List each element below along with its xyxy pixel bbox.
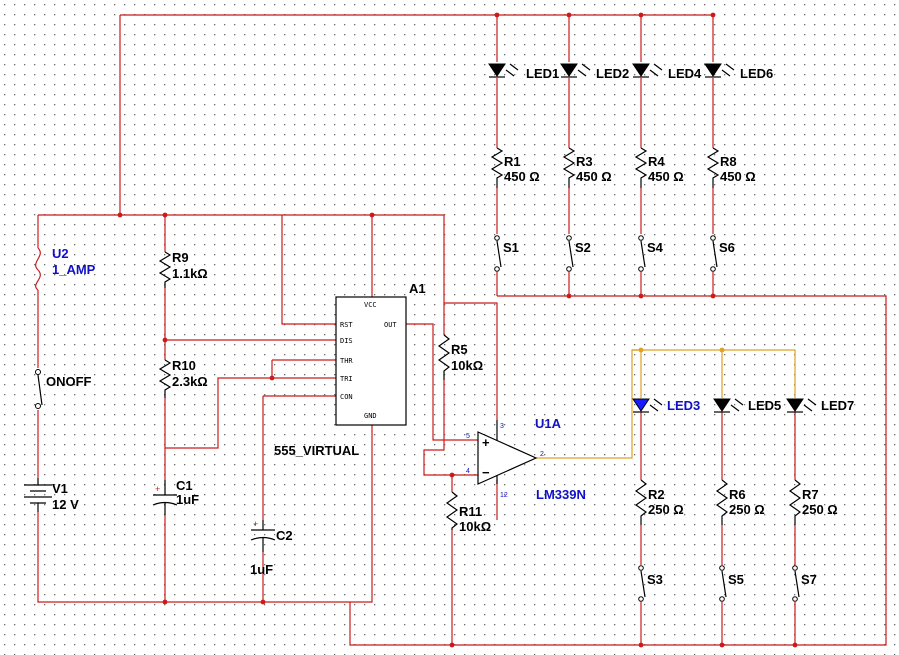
s6-label: S6 <box>719 240 735 255</box>
pin-gnd: GND <box>364 412 377 420</box>
r2-value: 250 Ω <box>648 502 684 517</box>
branch-led6[interactable]: LED6 R8 450 Ω S6 <box>704 63 773 272</box>
r10-ref: R10 <box>172 358 196 373</box>
timer-555[interactable]: VCC RST OUT DIS THR TRI CON GND A1 555_V… <box>274 281 426 458</box>
plus-sign: + <box>482 435 490 450</box>
resistor-r9[interactable]: R9 1.1kΩ <box>158 250 208 288</box>
svg-text:+: + <box>155 484 160 494</box>
pin-2: 2 <box>540 451 544 458</box>
wires <box>37 14 887 646</box>
resistor-r10[interactable]: R10 2.3kΩ <box>158 358 208 398</box>
battery-ref: V1 <box>52 481 68 496</box>
r7-value: 250 Ω <box>802 502 838 517</box>
r7-ref: R7 <box>802 487 819 502</box>
r10-value: 2.3kΩ <box>172 374 208 389</box>
led4-icon <box>632 63 650 77</box>
led3-label: LED3 <box>667 398 700 413</box>
led7-icon <box>786 398 804 412</box>
r2-ref: R2 <box>648 487 665 502</box>
svg-text:+: + <box>253 519 258 529</box>
c1-ref: C1 <box>176 478 193 493</box>
fuse-ref: U2 <box>52 246 69 261</box>
pin-vcc: VCC <box>364 301 377 309</box>
c1-value: 1uF <box>176 492 199 507</box>
minus-sign: − <box>482 465 490 480</box>
led2-label: LED2 <box>596 66 629 81</box>
pin-rst: RST <box>340 321 353 329</box>
led5-icon <box>713 398 731 412</box>
r6-ref: R6 <box>729 487 746 502</box>
pin-5: 5 <box>466 433 470 440</box>
timer-ref: A1 <box>409 281 426 296</box>
pin-4: 4 <box>466 468 470 475</box>
led6-icon <box>704 63 722 77</box>
r11-value: 10kΩ <box>459 519 491 534</box>
resistor-r5[interactable]: R5 10kΩ <box>437 334 483 380</box>
branch-led2[interactable]: LED2 R3 450 Ω S2 <box>560 63 629 272</box>
pin-thr: THR <box>340 357 353 365</box>
s4-label: S4 <box>647 240 664 255</box>
switch-label: ONOFF <box>46 374 92 389</box>
branch-led4[interactable]: LED4 R4 450 Ω S4 <box>632 63 702 272</box>
s1-label: S1 <box>503 240 519 255</box>
r1-ref: R1 <box>504 154 521 169</box>
c2-ref: C2 <box>276 528 293 543</box>
r4-value: 450 Ω <box>648 169 684 184</box>
r9-ref: R9 <box>172 250 189 265</box>
pin-out: OUT <box>384 321 397 329</box>
led3-icon <box>632 398 650 412</box>
r4-ref: R4 <box>648 154 665 169</box>
led2-icon <box>560 63 578 77</box>
timer-value: 555_VIRTUAL <box>274 443 359 458</box>
led7-label: LED7 <box>821 398 854 413</box>
s2-label: S2 <box>575 240 591 255</box>
pin-tri: TRI <box>340 375 353 383</box>
capacitor-c2[interactable]: + C2 1uF <box>250 519 293 577</box>
pin-dis: DIS <box>340 337 353 345</box>
led1-label: LED1 <box>526 66 559 81</box>
capacitor-c1[interactable]: + C1 1uF <box>152 478 199 515</box>
led6-label: LED6 <box>740 66 773 81</box>
fuse-u2[interactable]: U2 1_AMP <box>35 246 96 291</box>
comparator-value: LM339N <box>536 487 586 502</box>
fuse-value: 1_AMP <box>52 262 96 277</box>
comparator-ref: U1A <box>535 416 562 431</box>
led4-label: LED4 <box>668 66 702 81</box>
r5-value: 10kΩ <box>451 358 483 373</box>
r8-value: 450 Ω <box>720 169 756 184</box>
branch-led1[interactable]: LED1 R1 450 Ω S1 <box>488 63 559 272</box>
r3-value: 450 Ω <box>576 169 612 184</box>
resistor-r11[interactable]: R11 10kΩ <box>445 491 491 534</box>
comparator-u1a[interactable]: + − 3 5 4 2 12 U1A LM339N <box>466 416 586 502</box>
r3-ref: R3 <box>576 154 593 169</box>
branch-led7[interactable]: LED7 R7 250 Ω S7 <box>786 398 854 602</box>
r8-ref: R8 <box>720 154 737 169</box>
r9-value: 1.1kΩ <box>172 266 208 281</box>
r1-value: 450 Ω <box>504 169 540 184</box>
branch-led5[interactable]: LED5 R6 250 Ω S5 <box>713 398 781 602</box>
switch-onoff[interactable]: ONOFF <box>35 369 92 409</box>
r11-ref: R11 <box>459 504 482 519</box>
s7-label: S7 <box>801 572 817 587</box>
r5-ref: R5 <box>451 342 468 357</box>
r6-value: 250 Ω <box>729 502 765 517</box>
battery-value: 12 V <box>52 497 79 512</box>
junctions <box>117 12 798 648</box>
pin-12: 12 <box>500 492 508 499</box>
pin-con: CON <box>340 393 353 401</box>
s5-label: S5 <box>728 572 744 587</box>
led1-icon <box>488 63 506 77</box>
s3-label: S3 <box>647 572 663 587</box>
led5-label: LED5 <box>748 398 781 413</box>
battery-v1[interactable]: V1 12 V <box>24 478 79 512</box>
branch-led3[interactable]: LED3 R2 250 Ω S3 <box>632 398 700 602</box>
c2-value: 1uF <box>250 562 273 577</box>
pin-3: 3 <box>500 423 504 430</box>
